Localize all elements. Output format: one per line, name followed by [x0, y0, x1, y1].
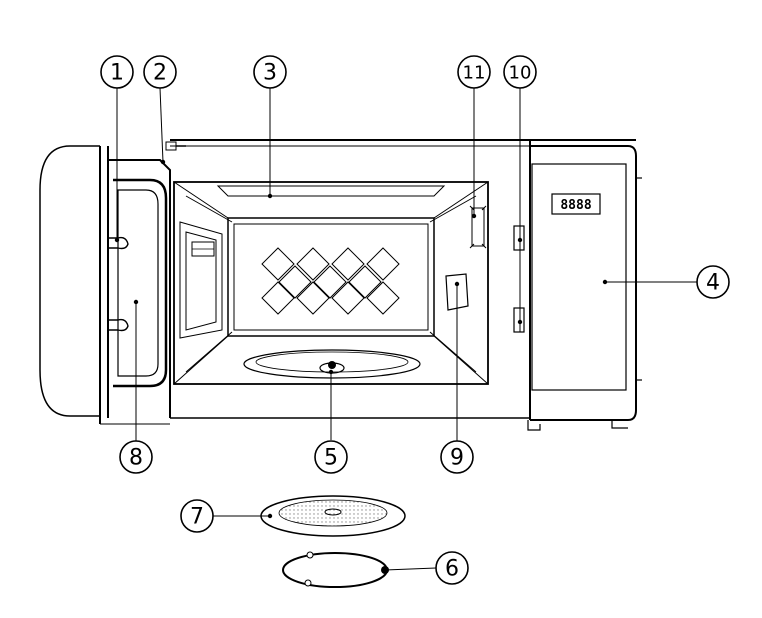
callout-11: 11 — [457, 55, 491, 89]
callout-11-label: 11 — [463, 63, 486, 84]
callout-8-label: 8 — [129, 446, 143, 471]
callout-7-label: 7 — [190, 505, 204, 530]
callout-5: 5 — [314, 440, 348, 474]
callout-2: 2 — [143, 55, 177, 89]
callout-6-label: 6 — [445, 557, 459, 582]
callout-5-label: 5 — [324, 446, 338, 471]
display-readout: 8888 — [560, 198, 591, 213]
callout-7: 7 — [180, 499, 214, 533]
callout-10-label: 10 — [509, 63, 532, 84]
callout-9: 9 — [440, 440, 474, 474]
glass-tray — [260, 495, 406, 537]
callout-1: 1 — [100, 55, 134, 89]
callout-4-label: 4 — [706, 271, 720, 296]
microwave-body: 8888 — [39, 139, 642, 431]
callout-8: 8 — [119, 440, 153, 474]
callout-10: 10 — [503, 55, 537, 89]
leader-lines — [114, 87, 697, 571]
diamond-pattern — [261, 247, 400, 315]
callout-2-label: 2 — [153, 61, 167, 86]
callout-3-label: 3 — [263, 61, 277, 86]
callout-4: 4 — [696, 265, 730, 299]
roller-ring — [282, 551, 389, 588]
callout-1-label: 1 — [110, 61, 124, 86]
callout-3: 3 — [253, 55, 287, 89]
callout-6: 6 — [435, 551, 469, 585]
callout-9-label: 9 — [450, 446, 464, 471]
display-window — [551, 193, 601, 215]
